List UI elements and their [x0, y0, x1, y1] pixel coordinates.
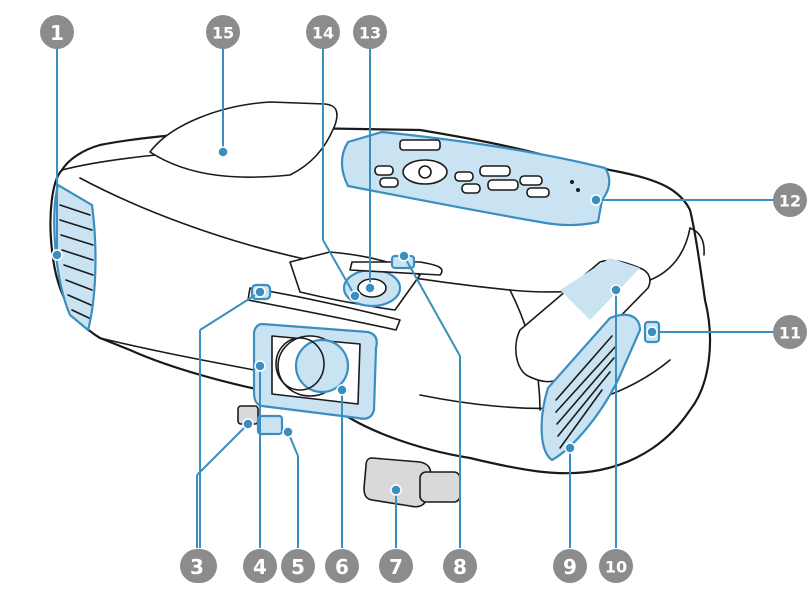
callouts: 1 15 14 13 12 11 2 3 — [40, 15, 807, 583]
callout-9: 9 — [553, 549, 587, 583]
callout-15: 15 — [206, 15, 240, 49]
air-exhaust-vent — [53, 183, 97, 332]
callout-10: 10 — [599, 549, 633, 583]
callout-8: 8 — [443, 549, 477, 583]
callout-13: 13 — [353, 15, 387, 49]
callout-14: 14 — [306, 15, 340, 49]
callout-11: 11 — [773, 315, 807, 349]
leader-lines — [51, 48, 775, 548]
svg-text:15: 15 — [212, 24, 234, 43]
callout-7: 7 — [379, 549, 413, 583]
svg-text:3: 3 — [190, 555, 204, 579]
svg-text:11: 11 — [779, 324, 801, 343]
svg-text:10: 10 — [605, 558, 627, 577]
rear-foot-box — [363, 457, 461, 508]
callout-5: 5 — [281, 549, 315, 583]
svg-text:1: 1 — [50, 21, 64, 45]
control-panel — [340, 130, 611, 227]
svg-text:14: 14 — [312, 24, 334, 43]
svg-text:5: 5 — [291, 555, 305, 579]
svg-text:9: 9 — [563, 555, 577, 579]
svg-text:13: 13 — [359, 24, 381, 43]
projection-lens — [252, 322, 378, 420]
callout-6: 6 — [325, 549, 359, 583]
callout-3-badge: 3 — [180, 549, 214, 583]
svg-text:7: 7 — [389, 555, 403, 579]
lamp-cover — [149, 101, 338, 178]
callout-1: 1 — [40, 15, 74, 49]
callout-12: 12 — [773, 183, 807, 217]
svg-text:8: 8 — [453, 555, 467, 579]
svg-text:12: 12 — [779, 192, 801, 211]
svg-text:6: 6 — [335, 555, 349, 579]
callout-4: 4 — [243, 549, 277, 583]
svg-text:4: 4 — [253, 555, 267, 579]
